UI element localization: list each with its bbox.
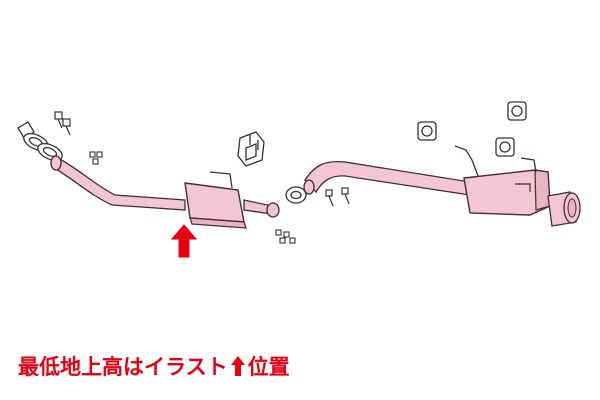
front-bolts xyxy=(54,111,71,136)
hanger-bracket xyxy=(237,131,265,167)
tailpipe xyxy=(547,191,581,227)
caption-text-before: 最低地上高はイラスト xyxy=(18,355,228,379)
rear-hanger-rods xyxy=(454,145,537,177)
ground-clearance-marker xyxy=(170,224,198,258)
mid-nuts xyxy=(275,229,296,244)
mid-pipe xyxy=(243,199,280,218)
center-silencer xyxy=(184,171,247,229)
ground-clearance-caption: 最低地上高はイラスト 位置 xyxy=(18,351,290,381)
caption-text-after: 位置 xyxy=(247,355,290,379)
front-pipe xyxy=(50,155,186,211)
mid-gasket xyxy=(285,186,307,204)
rubber-hanger-2 xyxy=(507,101,527,121)
rear-silencer xyxy=(463,169,551,216)
rubber-hanger-3 xyxy=(495,137,515,157)
mid-bolts xyxy=(325,187,350,207)
red-up-arrow-icon xyxy=(230,356,245,376)
rubber-hangers xyxy=(417,101,527,157)
front-nuts xyxy=(89,151,103,165)
rubber-hanger-1 xyxy=(417,121,437,141)
